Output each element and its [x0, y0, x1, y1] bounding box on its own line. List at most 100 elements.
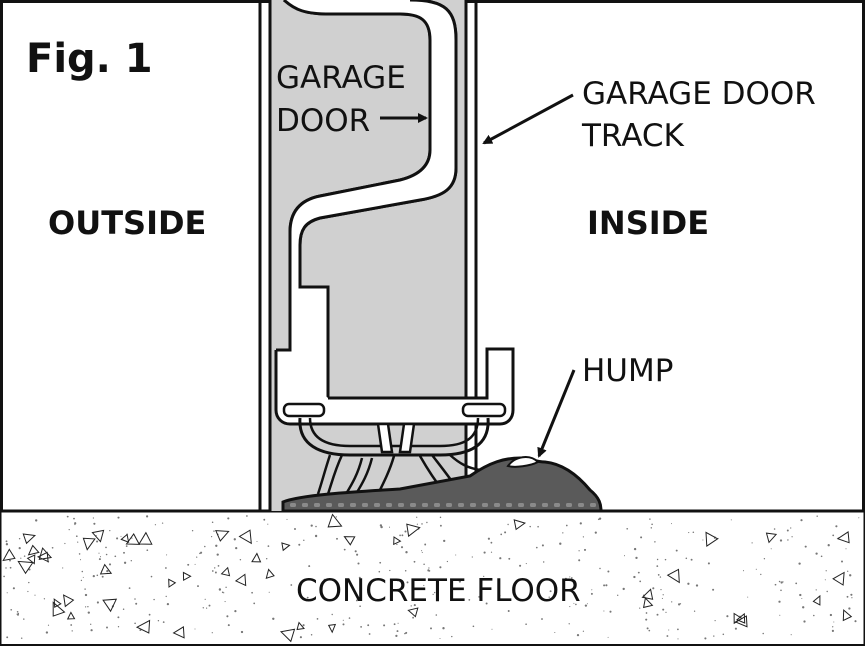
concrete-pebble: [407, 607, 419, 618]
concrete-speck: [211, 521, 214, 524]
concrete-speck: [123, 561, 127, 564]
concrete-speck: [265, 557, 268, 560]
concrete-speck: [239, 558, 242, 561]
garage-door-label-line1: GARAGE: [276, 60, 406, 96]
concrete-speck: [73, 517, 75, 520]
concrete-floor: [0, 509, 865, 644]
seal-notch: [494, 503, 500, 507]
concrete-speck: [778, 600, 781, 603]
concrete-pebble: [343, 536, 356, 546]
concrete-speck: [379, 524, 383, 527]
concrete-speck: [578, 550, 580, 552]
concrete-speck: [299, 636, 302, 639]
concrete-speck: [157, 620, 160, 622]
concrete-speck: [23, 618, 25, 620]
concrete-speck: [130, 560, 132, 562]
concrete-speck: [401, 534, 404, 537]
concrete-speck: [573, 602, 575, 604]
seal-notch: [374, 503, 380, 507]
concrete-pebble: [406, 523, 421, 538]
concrete-speck: [845, 548, 847, 550]
concrete-speck: [820, 555, 823, 558]
concrete-speck: [548, 596, 550, 598]
concrete-speck: [166, 554, 168, 556]
concrete-speck: [20, 637, 23, 639]
concrete-speck: [790, 527, 792, 529]
concrete-speck: [78, 553, 81, 555]
concrete-speck: [651, 523, 653, 526]
concrete-speck: [246, 515, 248, 517]
concrete-speck: [714, 620, 716, 622]
concrete-speck: [800, 519, 803, 522]
concrete-speck: [114, 555, 117, 558]
track-label-line1: GARAGE DOOR: [582, 76, 816, 112]
concrete-speck: [458, 580, 462, 583]
concrete-speck: [98, 552, 100, 554]
concrete-speck: [134, 598, 136, 600]
concrete-speck: [468, 599, 471, 601]
concrete-speck: [368, 633, 371, 635]
concrete-speck: [77, 541, 79, 543]
concrete-speck: [34, 594, 36, 596]
door-bottom-retainer: [274, 347, 515, 495]
concrete-speck: [120, 535, 122, 537]
concrete-speck: [677, 628, 679, 631]
figure-label: Fig. 1: [26, 36, 153, 82]
concrete-speck: [662, 594, 664, 596]
concrete-speck: [439, 524, 442, 527]
concrete-pebble: [91, 529, 105, 543]
track-arrow: [482, 93, 574, 145]
seal-notch: [446, 503, 452, 507]
seal-notch: [398, 503, 404, 507]
concrete-speck: [656, 558, 659, 561]
concrete-speck: [637, 571, 640, 574]
concrete-speck: [84, 588, 86, 590]
concrete-speck: [693, 610, 696, 612]
concrete-speck: [434, 591, 436, 594]
concrete-speck: [405, 631, 408, 634]
concrete-speck: [406, 581, 409, 584]
concrete-speck: [559, 542, 562, 545]
concrete-speck: [98, 558, 101, 561]
concrete-speck: [704, 637, 707, 640]
concrete-speck: [424, 543, 427, 546]
concrete-speck: [442, 627, 445, 630]
concrete-speck: [290, 584, 293, 586]
concrete-speck: [240, 630, 244, 634]
concrete-speck: [105, 546, 107, 549]
concrete-speck: [106, 569, 109, 573]
concrete-speck: [795, 582, 798, 585]
concrete-speck: [623, 555, 626, 557]
concrete-speck: [607, 570, 610, 573]
seal-notch: [530, 503, 536, 507]
concrete-speck: [483, 551, 486, 554]
concrete-floor-label: CONCRETE FLOOR: [296, 573, 581, 609]
concrete-speck: [216, 553, 219, 556]
concrete-speck: [609, 610, 612, 613]
concrete-speck: [487, 537, 490, 540]
concrete-speck: [343, 548, 346, 551]
seal-notch: [290, 503, 296, 507]
concrete-speck: [47, 624, 50, 626]
concrete-pebble: [736, 612, 746, 624]
concrete-speck: [499, 557, 502, 560]
concrete-speck: [148, 613, 151, 616]
concrete-speck: [18, 537, 21, 540]
concrete-speck: [671, 601, 673, 603]
concrete-speck: [388, 526, 391, 528]
concrete-speck: [153, 598, 155, 601]
concrete-speck: [568, 623, 570, 625]
concrete-speck: [786, 529, 789, 532]
concrete-speck: [92, 574, 95, 578]
concrete-speck: [64, 542, 66, 545]
concrete-speck: [202, 607, 205, 609]
concrete-speck: [211, 536, 213, 538]
concrete-speck: [421, 523, 423, 525]
concrete-speck: [358, 576, 361, 579]
concrete-speck: [827, 544, 830, 547]
concrete-speck: [123, 551, 125, 554]
concrete-speck: [564, 577, 568, 581]
concrete-speck: [302, 624, 305, 627]
concrete-speck: [597, 518, 600, 521]
